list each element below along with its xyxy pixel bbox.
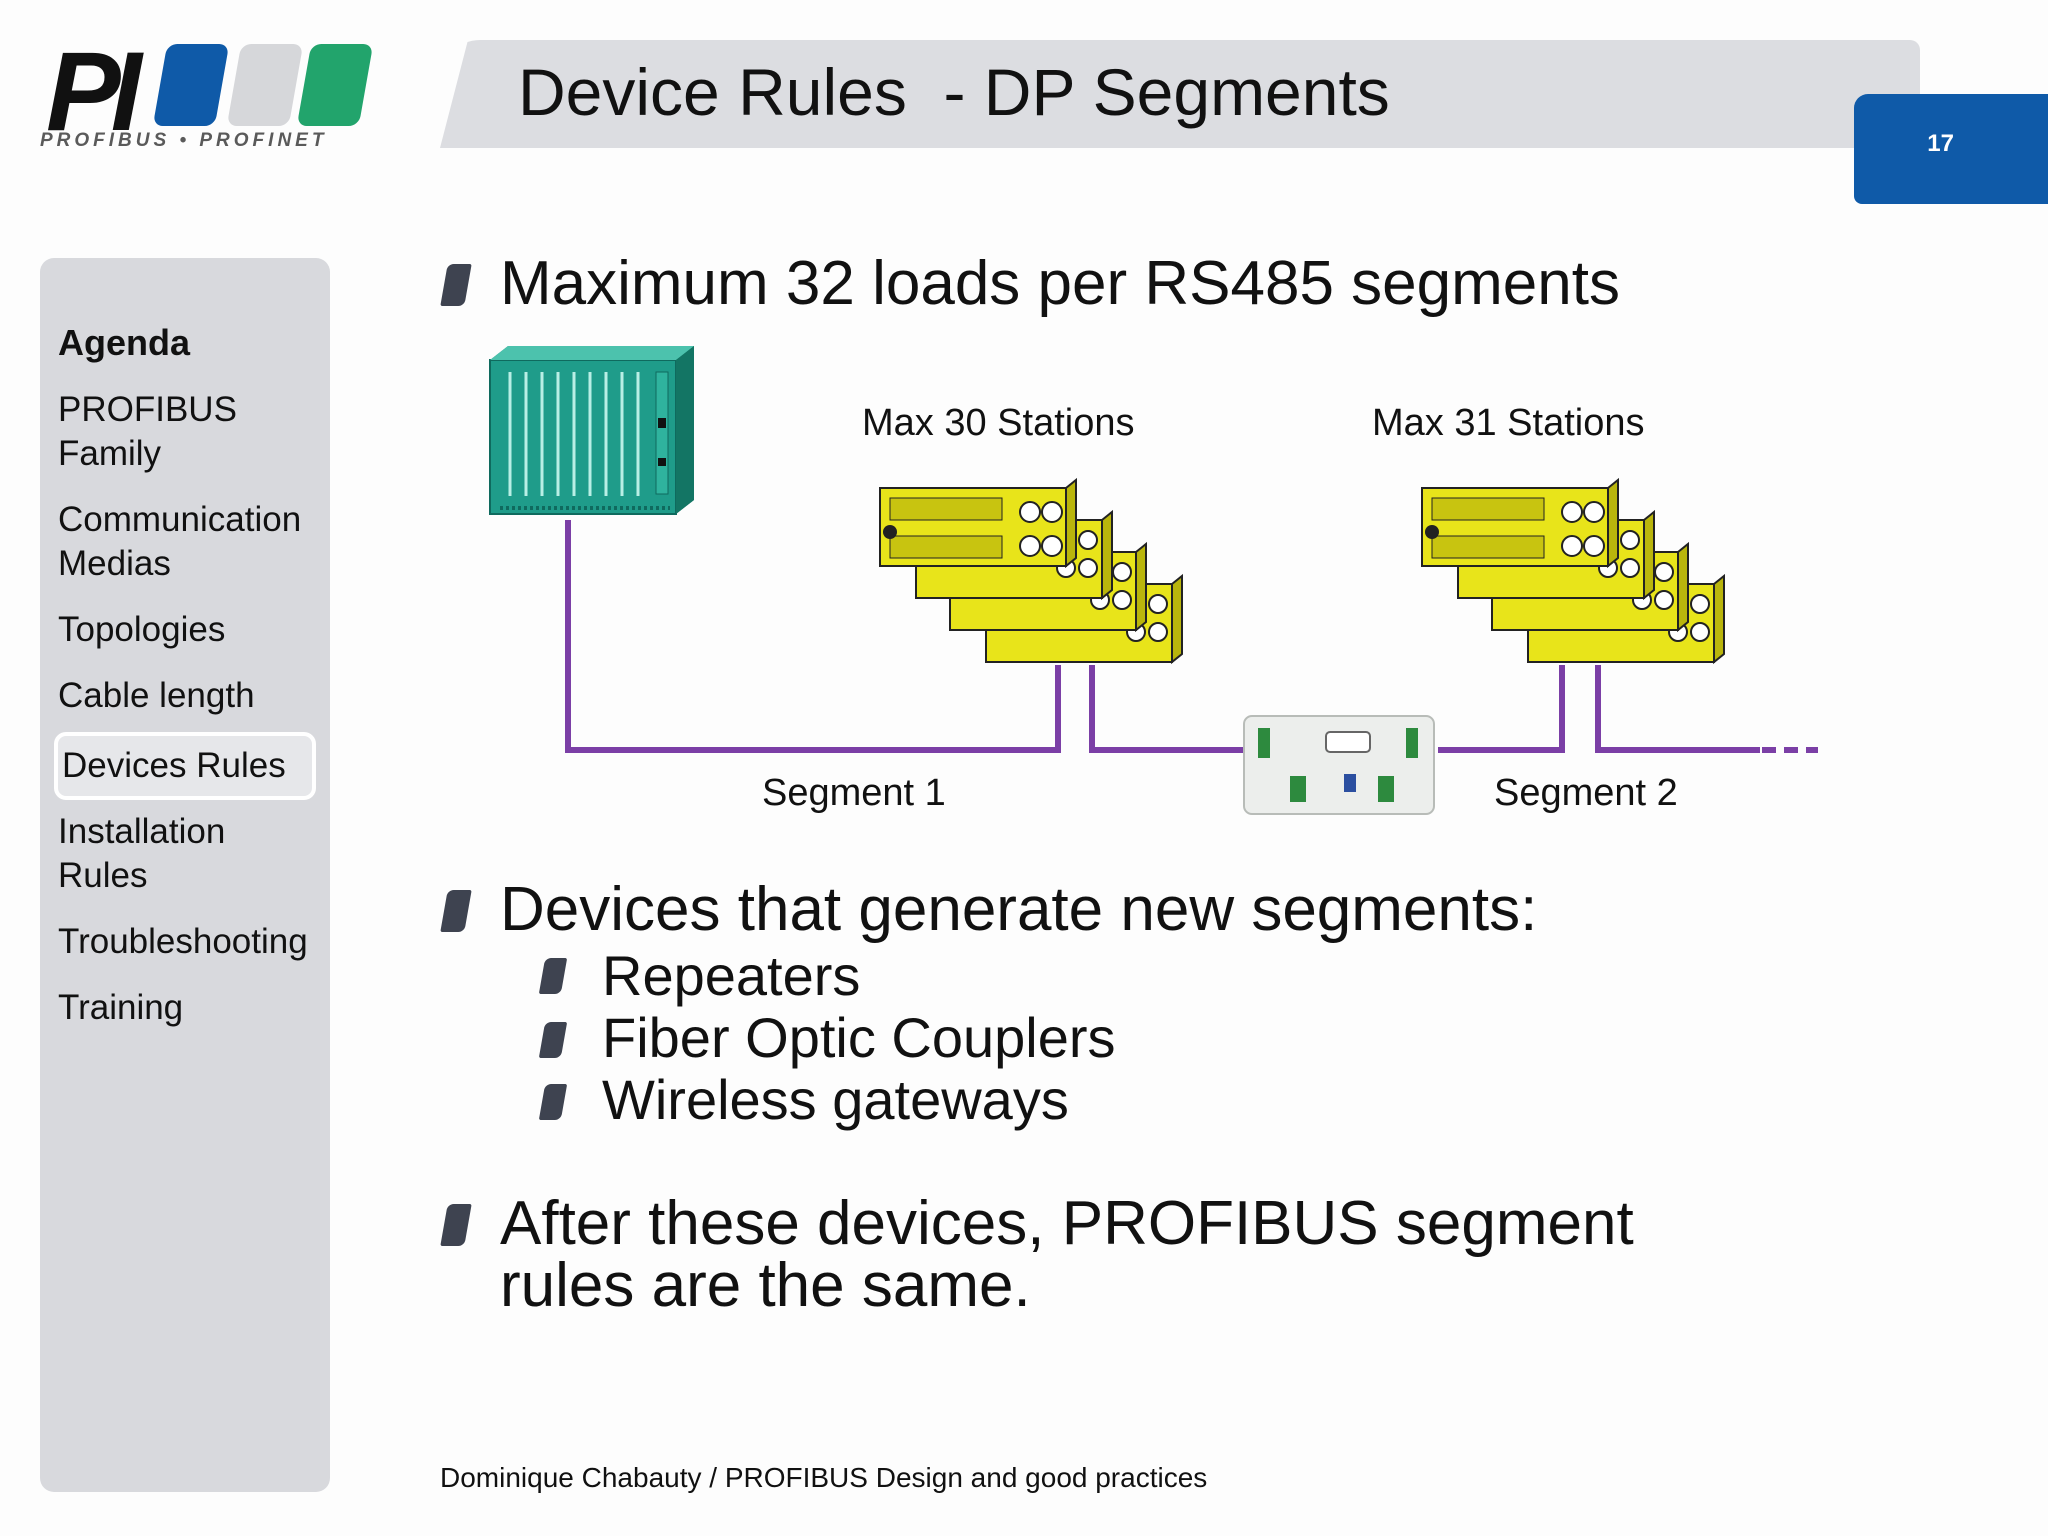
sidebar-item-label: Medias bbox=[58, 544, 171, 583]
sidebar-item-label: PROFIBUS bbox=[58, 390, 237, 429]
bullet-same-rules-line-1: After these devices, PROFIBUS segment bbox=[500, 1189, 1634, 1258]
io-station-group-1 bbox=[879, 477, 1183, 665]
agenda-sidebar: Agenda PROFIBUS Family Communication Med… bbox=[40, 258, 330, 1492]
sidebar-item-profibus-family[interactable]: PROFIBUS Family bbox=[58, 388, 237, 476]
segment-2-cable-continue bbox=[1595, 665, 1760, 753]
page-title: Device Rules - DP Segments bbox=[518, 55, 1390, 129]
sidebar-item-label: Topologies bbox=[58, 610, 226, 649]
segment-1-cable bbox=[565, 520, 1061, 753]
sidebar-item-topologies[interactable]: Topologies bbox=[58, 608, 225, 652]
segment-1-label: Segment 1 bbox=[762, 772, 946, 814]
agenda-heading: Agenda bbox=[58, 322, 191, 363]
profibus-logo: PI PROFIBUS • PROFINET bbox=[38, 29, 374, 156]
sidebar-item-label: Installation bbox=[58, 812, 226, 851]
sidebar-item-label: Family bbox=[58, 434, 162, 473]
logo-tagline: PROFIBUS • PROFINET bbox=[40, 130, 328, 151]
sidebar-item-installation-rules[interactable]: Installation Rules bbox=[58, 810, 225, 898]
io-station-group-2 bbox=[1421, 477, 1725, 665]
io-station-icon bbox=[879, 477, 1077, 569]
logo-pi-text: PI bbox=[46, 29, 142, 154]
sidebar-item-label: Training bbox=[58, 988, 184, 1027]
page-number-tab: 17 bbox=[1854, 94, 2048, 204]
footer-credit: Dominique Chabauty / PROFIBUS Design and… bbox=[440, 1462, 1208, 1493]
bullet-max-loads: Maximum 32 loads per RS485 segments bbox=[500, 249, 1620, 318]
sidebar-item-cable-length[interactable]: Cable length bbox=[58, 674, 255, 718]
sidebar-item-devices-rules[interactable]: Devices Rules bbox=[54, 732, 316, 800]
sidebar-item-label: Devices Rules bbox=[62, 746, 286, 785]
bus-cables bbox=[565, 520, 1818, 753]
sidebar-item-communication-medias[interactable]: Communication Medias bbox=[58, 498, 301, 586]
sidebar-item-training[interactable]: Training bbox=[58, 986, 183, 1030]
segment-2-cable bbox=[1438, 665, 1565, 753]
sidebar-item-label: Cable length bbox=[58, 676, 255, 715]
sidebar-item-label: Troubleshooting bbox=[58, 922, 308, 961]
sidebar-item-label: Rules bbox=[58, 856, 148, 895]
segment-1-cable-to-repeater bbox=[1089, 665, 1250, 753]
sidebar-item-label: Communication bbox=[58, 500, 302, 539]
sidebar-item-troubleshooting[interactable]: Troubleshooting bbox=[58, 920, 308, 964]
group-2-label: Max 31 Stations bbox=[1372, 402, 1645, 444]
plc-rack-icon bbox=[489, 346, 694, 515]
group-1-label: Max 30 Stations bbox=[862, 402, 1135, 444]
sub-bullet-repeaters: Repeaters bbox=[602, 944, 861, 1007]
page-number: 17 bbox=[1927, 130, 1954, 157]
io-station-icon bbox=[1421, 477, 1619, 569]
sub-bullet-wireless: Wireless gateways bbox=[602, 1068, 1069, 1131]
bullet-same-rules-line-2: rules are the same. bbox=[500, 1251, 1031, 1320]
segment-2-label: Segment 2 bbox=[1494, 772, 1678, 814]
repeater-icon bbox=[1243, 715, 1435, 815]
title-bar bbox=[440, 40, 1920, 148]
bullet-new-segments: Devices that generate new segments: bbox=[500, 875, 1538, 944]
sub-bullet-fiber-optic: Fiber Optic Couplers bbox=[602, 1006, 1116, 1069]
